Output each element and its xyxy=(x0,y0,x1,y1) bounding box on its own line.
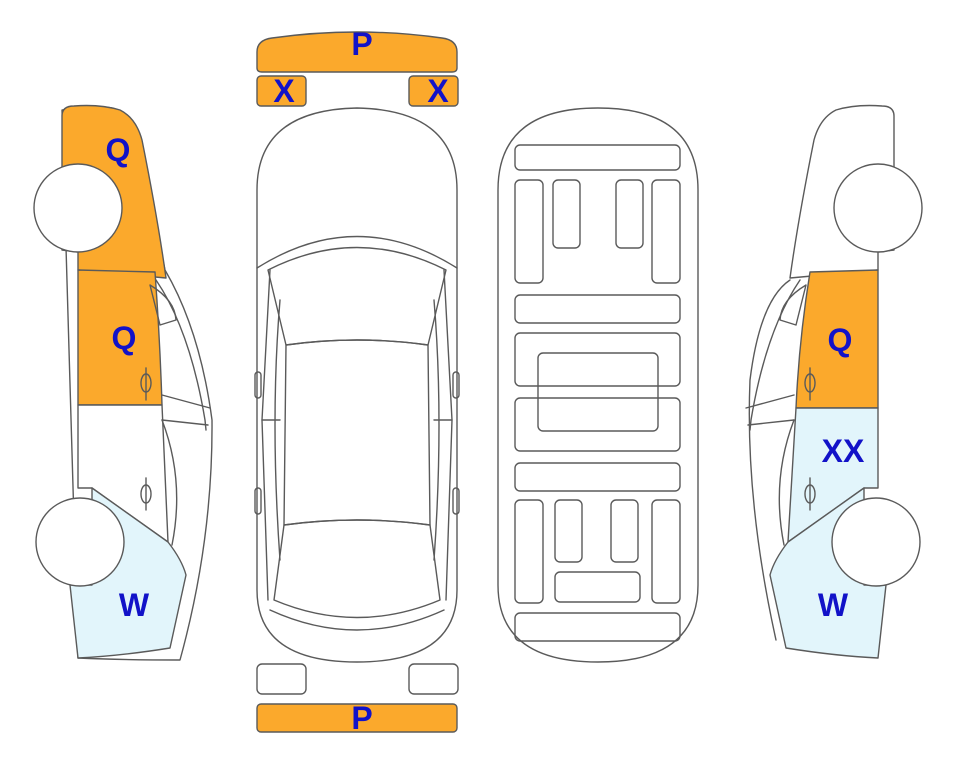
label-left-headlight: X xyxy=(273,73,295,109)
label-right-headlight: X xyxy=(427,73,449,109)
car-right-side-view xyxy=(746,106,922,659)
car-top-view xyxy=(255,108,459,662)
damage-labels: P X X P Q Q W Q XX W xyxy=(106,26,865,736)
label-front-bumper: P xyxy=(351,26,372,62)
right-rear-light-panel[interactable] xyxy=(409,664,458,694)
label-right-front-door: Q xyxy=(828,322,853,358)
right-rear-wheel xyxy=(832,498,920,586)
label-left-front-door: Q xyxy=(112,320,137,356)
car-underside-view xyxy=(498,108,698,662)
label-right-rear-door: XX xyxy=(822,433,865,469)
label-left-front-fender: Q xyxy=(106,132,131,168)
label-left-rear-quarter: W xyxy=(119,587,150,623)
left-rear-light-panel[interactable] xyxy=(257,664,306,694)
left-rear-wheel xyxy=(36,498,124,586)
right-front-wheel xyxy=(834,164,922,252)
car-left-side-view xyxy=(34,106,212,661)
label-rear-bumper: P xyxy=(351,700,372,736)
label-right-rear-quarter: W xyxy=(818,587,849,623)
left-front-wheel xyxy=(34,164,122,252)
